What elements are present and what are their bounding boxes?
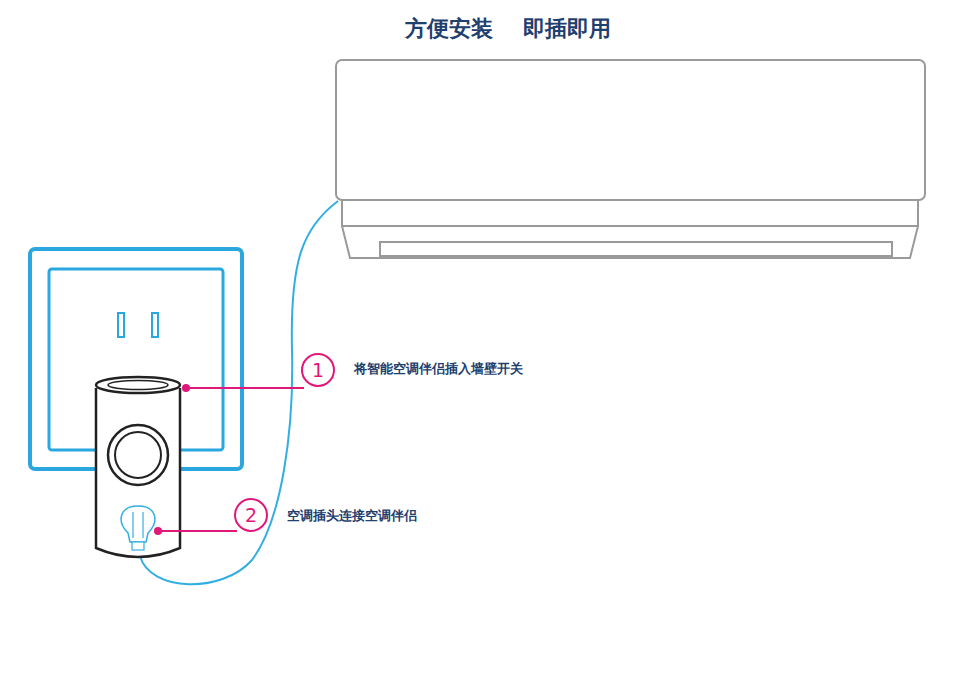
plug-pin <box>132 512 133 538</box>
socket-slot <box>152 313 158 337</box>
device-top <box>96 377 180 393</box>
plug-base <box>132 542 144 550</box>
ac-body <box>336 60 925 200</box>
socket-slot <box>118 313 124 337</box>
ac-vent <box>380 242 892 256</box>
leader-line <box>186 387 304 389</box>
page-title: 方便安装 即插即用 <box>405 14 611 44</box>
ac-bottom <box>342 226 918 258</box>
callout-number-text: 1 <box>312 361 324 380</box>
leader-dot <box>182 384 190 392</box>
plug-pin <box>142 512 143 538</box>
device-top-ring <box>108 381 168 390</box>
callout-number: 1 <box>301 353 335 387</box>
callout-number-text: 2 <box>245 506 257 525</box>
callout-label: 空调插头连接空调伴侣 <box>285 507 419 525</box>
leader-line <box>158 530 237 532</box>
callout-label: 将智能空调伴侣插入墙壁开关 <box>352 360 525 378</box>
device-button-inner <box>115 432 161 478</box>
leader-dot <box>154 527 162 535</box>
ac-lower <box>342 200 918 226</box>
device-button <box>108 425 168 485</box>
callout-number: 2 <box>234 498 268 532</box>
plug-icon <box>121 506 155 542</box>
